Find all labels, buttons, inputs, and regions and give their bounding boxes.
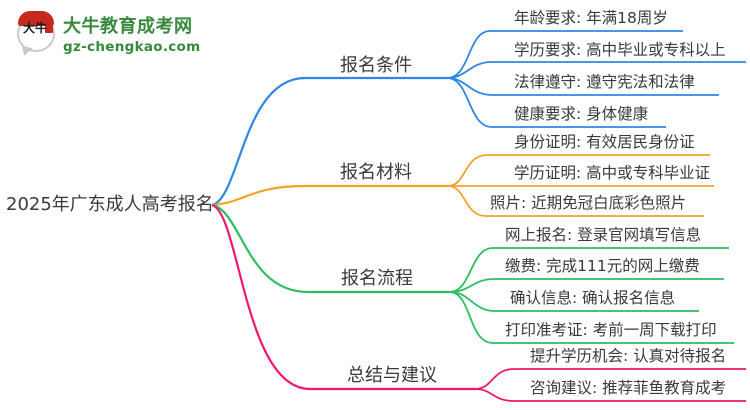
leaf-confirm-info: 确认信息: 确认报名信息 [510,289,676,307]
site-logo: 大牛 大牛教育成考网 gz-chengkao.com [14,9,201,58]
branch-summary-leaf-1-path [474,368,746,390]
leaf-upgrade-opportunity: 提升学历机会: 认真对待报名 [530,347,727,365]
logo-characters: 大牛 [22,21,47,35]
branch-materials-label: 报名材料 [340,162,412,183]
logo-title: 大牛教育成考网 [63,15,193,37]
branch-process-label: 报名流程 [341,268,413,289]
logo-bubble-tail [20,45,33,58]
branch-conditions-leaf-2-path [447,61,746,79]
logo-red-cap [18,11,54,26]
logo-red-seal [45,23,53,33]
branch-conditions-leaf-1-path [447,30,683,79]
logo-domain: gz-chengkao.com [63,38,201,55]
branch-process-leaf-4-path [449,291,734,344]
leaf-identity-proof: 身份证明: 有效居民身份证 [514,133,695,151]
leaf-education-proof: 学历证明: 高中或专科毕业证 [514,164,711,182]
branch-process-leaf-1-path [449,247,729,293]
leaf-age-requirement: 年龄要求: 年满18周岁 [514,9,668,27]
leaf-consult-advice: 咨询建议: 推荐菲鱼教育成考 [530,379,727,397]
branch-summary-label: 总结与建议 [347,365,437,386]
leaf-health-requirement: 健康要求: 身体健康 [514,105,649,123]
root-node-label: 2025年广东成人高考报名 [6,194,214,215]
leaf-education-requirement: 学历要求: 高中毕业或专科以上 [514,41,726,59]
branch-materials-leaf-3-path [447,185,704,217]
branch-conditions-label: 报名条件 [340,55,412,76]
branch-conditions-leaf-4-path [447,77,666,128]
logo-text-block: 大牛教育成考网 gz-chengkao.com [63,12,201,55]
branch-process-leaf-2-path [449,278,724,293]
branch-materials-leaf-1-path [447,154,710,187]
leaf-law-compliance: 法律遵守: 遵守宪法和法律 [514,73,695,91]
leaf-payment: 缴费: 完成111元的网上缴费 [505,257,700,275]
branch-summary-trunk-path [211,203,475,391]
branch-materials-trunk-path [211,184,448,207]
daniu-bull-seal-icon: 大牛 [14,9,58,58]
branch-process-trunk-path [211,203,450,294]
branch-conditions-trunk-path [211,76,448,207]
branch-summary-leaf-2-path [474,388,746,402]
leaf-photo: 照片: 近期免冠白底彩色照片 [490,194,687,212]
leaf-online-registration: 网上报名: 登录官网填写信息 [505,226,702,244]
leaf-print-ticket: 打印准考证: 考前一周下载打印 [505,321,717,339]
